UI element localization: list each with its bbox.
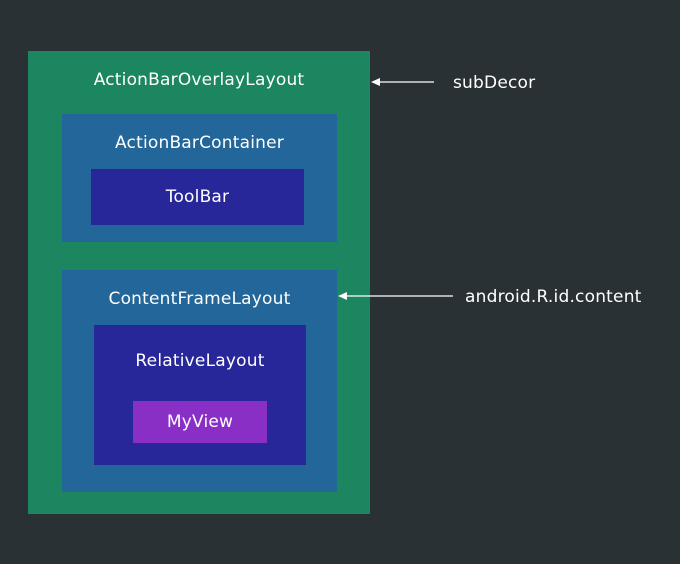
relative-layout-box: RelativeLayout MyView <box>94 325 306 465</box>
my-view-label: MyView <box>166 412 234 432</box>
relative-layout-label: RelativeLayout <box>135 351 265 371</box>
action-bar-overlay-layout-box: ActionBarOverlayLayout ActionBarContaine… <box>28 51 370 514</box>
action-bar-overlay-layout-label: ActionBarOverlayLayout <box>93 70 305 90</box>
subdecor-arrow <box>371 78 434 86</box>
my-view-box: MyView <box>133 401 267 443</box>
toolbar-box: ToolBar <box>91 169 304 225</box>
toolbar-label: ToolBar <box>165 187 230 207</box>
content-frame-layout-box: ContentFrameLayout RelativeLayout MyView <box>62 270 337 492</box>
subdecor-arrow-head <box>371 78 380 86</box>
action-bar-container-box: ActionBarContainer ToolBar <box>62 114 337 242</box>
subdecor-annotation: subDecor <box>453 73 536 93</box>
content-frame-layout-label: ContentFrameLayout <box>108 289 291 309</box>
content-id-annotation: android.R.id.content <box>465 287 642 307</box>
action-bar-container-label: ActionBarContainer <box>115 133 284 153</box>
